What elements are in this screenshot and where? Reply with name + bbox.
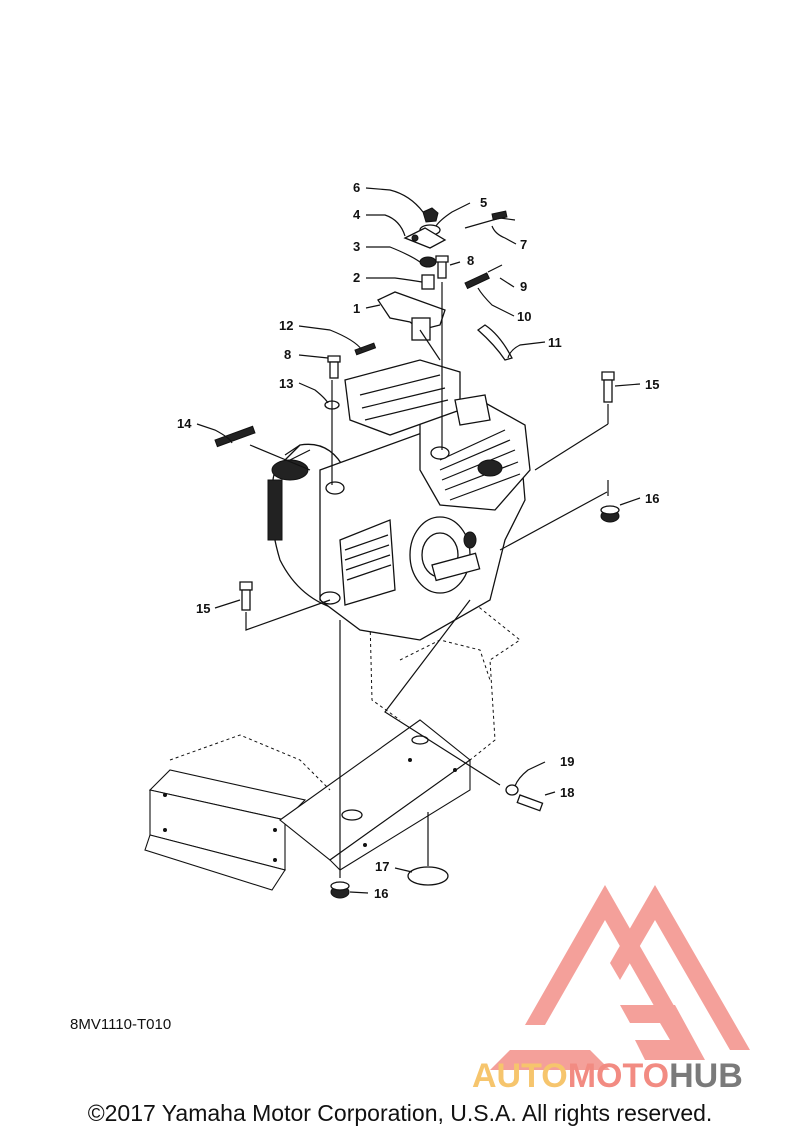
diagram-code: 8MV1110-T010 xyxy=(70,1016,172,1033)
callout-7: 7 xyxy=(520,237,527,252)
callout-16-right: 16 xyxy=(645,491,659,506)
governor-bracket xyxy=(377,291,446,361)
wordmark-auto: AUTO xyxy=(472,1057,568,1095)
callout-13: 13 xyxy=(279,376,293,391)
callout-8-upper: 8 xyxy=(467,253,474,268)
callout-4: 4 xyxy=(353,207,361,222)
callout-3: 3 xyxy=(353,239,360,254)
callout-16-bottom: 16 xyxy=(374,886,388,901)
logo-triangle-mark xyxy=(490,885,750,1070)
leader-lines xyxy=(196,187,641,894)
callout-19: 19 xyxy=(560,754,574,769)
callout-14: 14 xyxy=(177,416,192,431)
callout-9: 9 xyxy=(520,279,527,294)
callout-11: 11 xyxy=(548,335,562,350)
automotohub-logo xyxy=(490,885,750,1070)
engine-assembly xyxy=(267,359,531,641)
chassis-frame xyxy=(144,599,521,891)
callout-18: 18 xyxy=(560,785,574,800)
callout-labels: 6 5 4 7 3 8 2 9 1 10 12 11 8 13 15 14 16… xyxy=(177,180,659,901)
automotohub-wordmark: AUTOMOTOHUB xyxy=(472,1057,743,1096)
callout-6: 6 xyxy=(353,180,360,195)
callout-17: 17 xyxy=(375,859,389,874)
callout-15-left: 15 xyxy=(196,601,210,616)
callout-15-right: 15 xyxy=(645,377,659,392)
callout-2: 2 xyxy=(353,270,360,285)
wordmark-moto: MOTO xyxy=(567,1057,670,1095)
callout-1: 1 xyxy=(353,301,360,316)
callout-10: 10 xyxy=(517,309,531,324)
copyright-notice: ©2017 Yamaha Motor Corporation, U.S.A. A… xyxy=(87,1100,713,1126)
callout-5: 5 xyxy=(480,195,487,210)
callout-8-left: 8 xyxy=(284,347,291,362)
callout-12: 12 xyxy=(279,318,293,333)
small-parts xyxy=(214,207,620,899)
wordmark-hub: HUB xyxy=(669,1057,743,1095)
